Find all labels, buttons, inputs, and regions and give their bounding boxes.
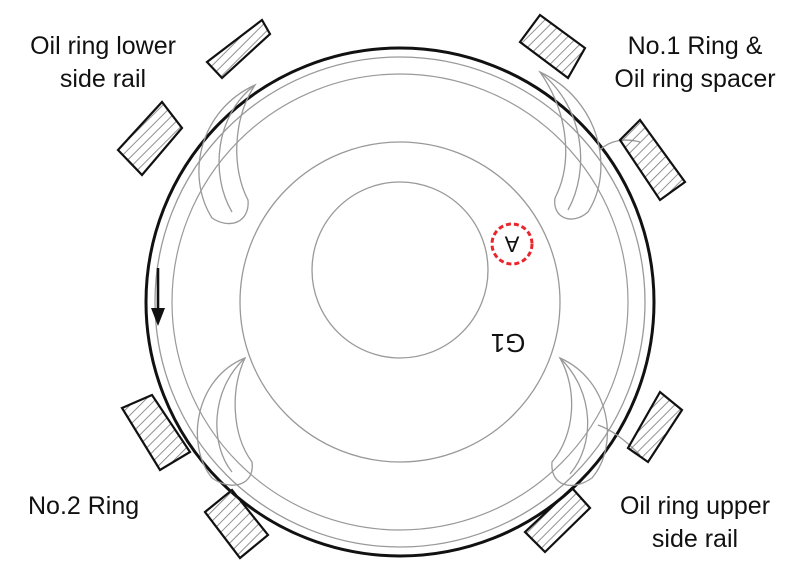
label-oil-ring-lower-side-rail: Oil ring lower side rail (8, 30, 198, 96)
mark-a: A (504, 232, 519, 257)
piston-pin-boss (311, 181, 489, 359)
piston-crown-ring (171, 73, 629, 531)
label-line: Oil ring spacer (614, 65, 776, 93)
gap-marker-oil-ring-upper-rail (523, 486, 592, 554)
label-no1-ring-oil-ring-spacer: No.1 Ring & Oil ring spacer (590, 30, 800, 96)
gap-marker-oil-ring-lower-rail (205, 18, 272, 80)
gap-marker-upper-right (618, 118, 687, 202)
gap-marker-lower-right (626, 390, 684, 464)
valve-recess-top-left (198, 83, 257, 225)
label-line: side rail (59, 65, 147, 93)
label-line: No.2 Ring (28, 492, 140, 520)
mark-a-highlight-circle (490, 222, 534, 266)
label-no2-ring: No.2 Ring (28, 490, 139, 523)
gap-marker-no1-ring-spacer (518, 13, 587, 80)
valve-recess-bottom-left (196, 356, 253, 486)
piston-outline (144, 46, 656, 558)
label-oil-ring-upper-side-rail: Oil ring upper side rail (592, 490, 798, 556)
gap-marker-upper-left (116, 100, 184, 177)
label-line: No.1 Ring & (627, 32, 763, 60)
label-line: side rail (651, 525, 739, 553)
gap-marker-no2-ring (120, 393, 192, 472)
gap-marker-lower-left (203, 488, 270, 560)
piston-middle-ring (239, 141, 561, 463)
label-line: Oil ring upper (619, 492, 771, 520)
piston-inner-rim (154, 56, 646, 548)
arrow-down-icon (151, 268, 165, 326)
mark-g1: G1 (491, 328, 526, 358)
label-line: Oil ring lower (30, 32, 176, 60)
